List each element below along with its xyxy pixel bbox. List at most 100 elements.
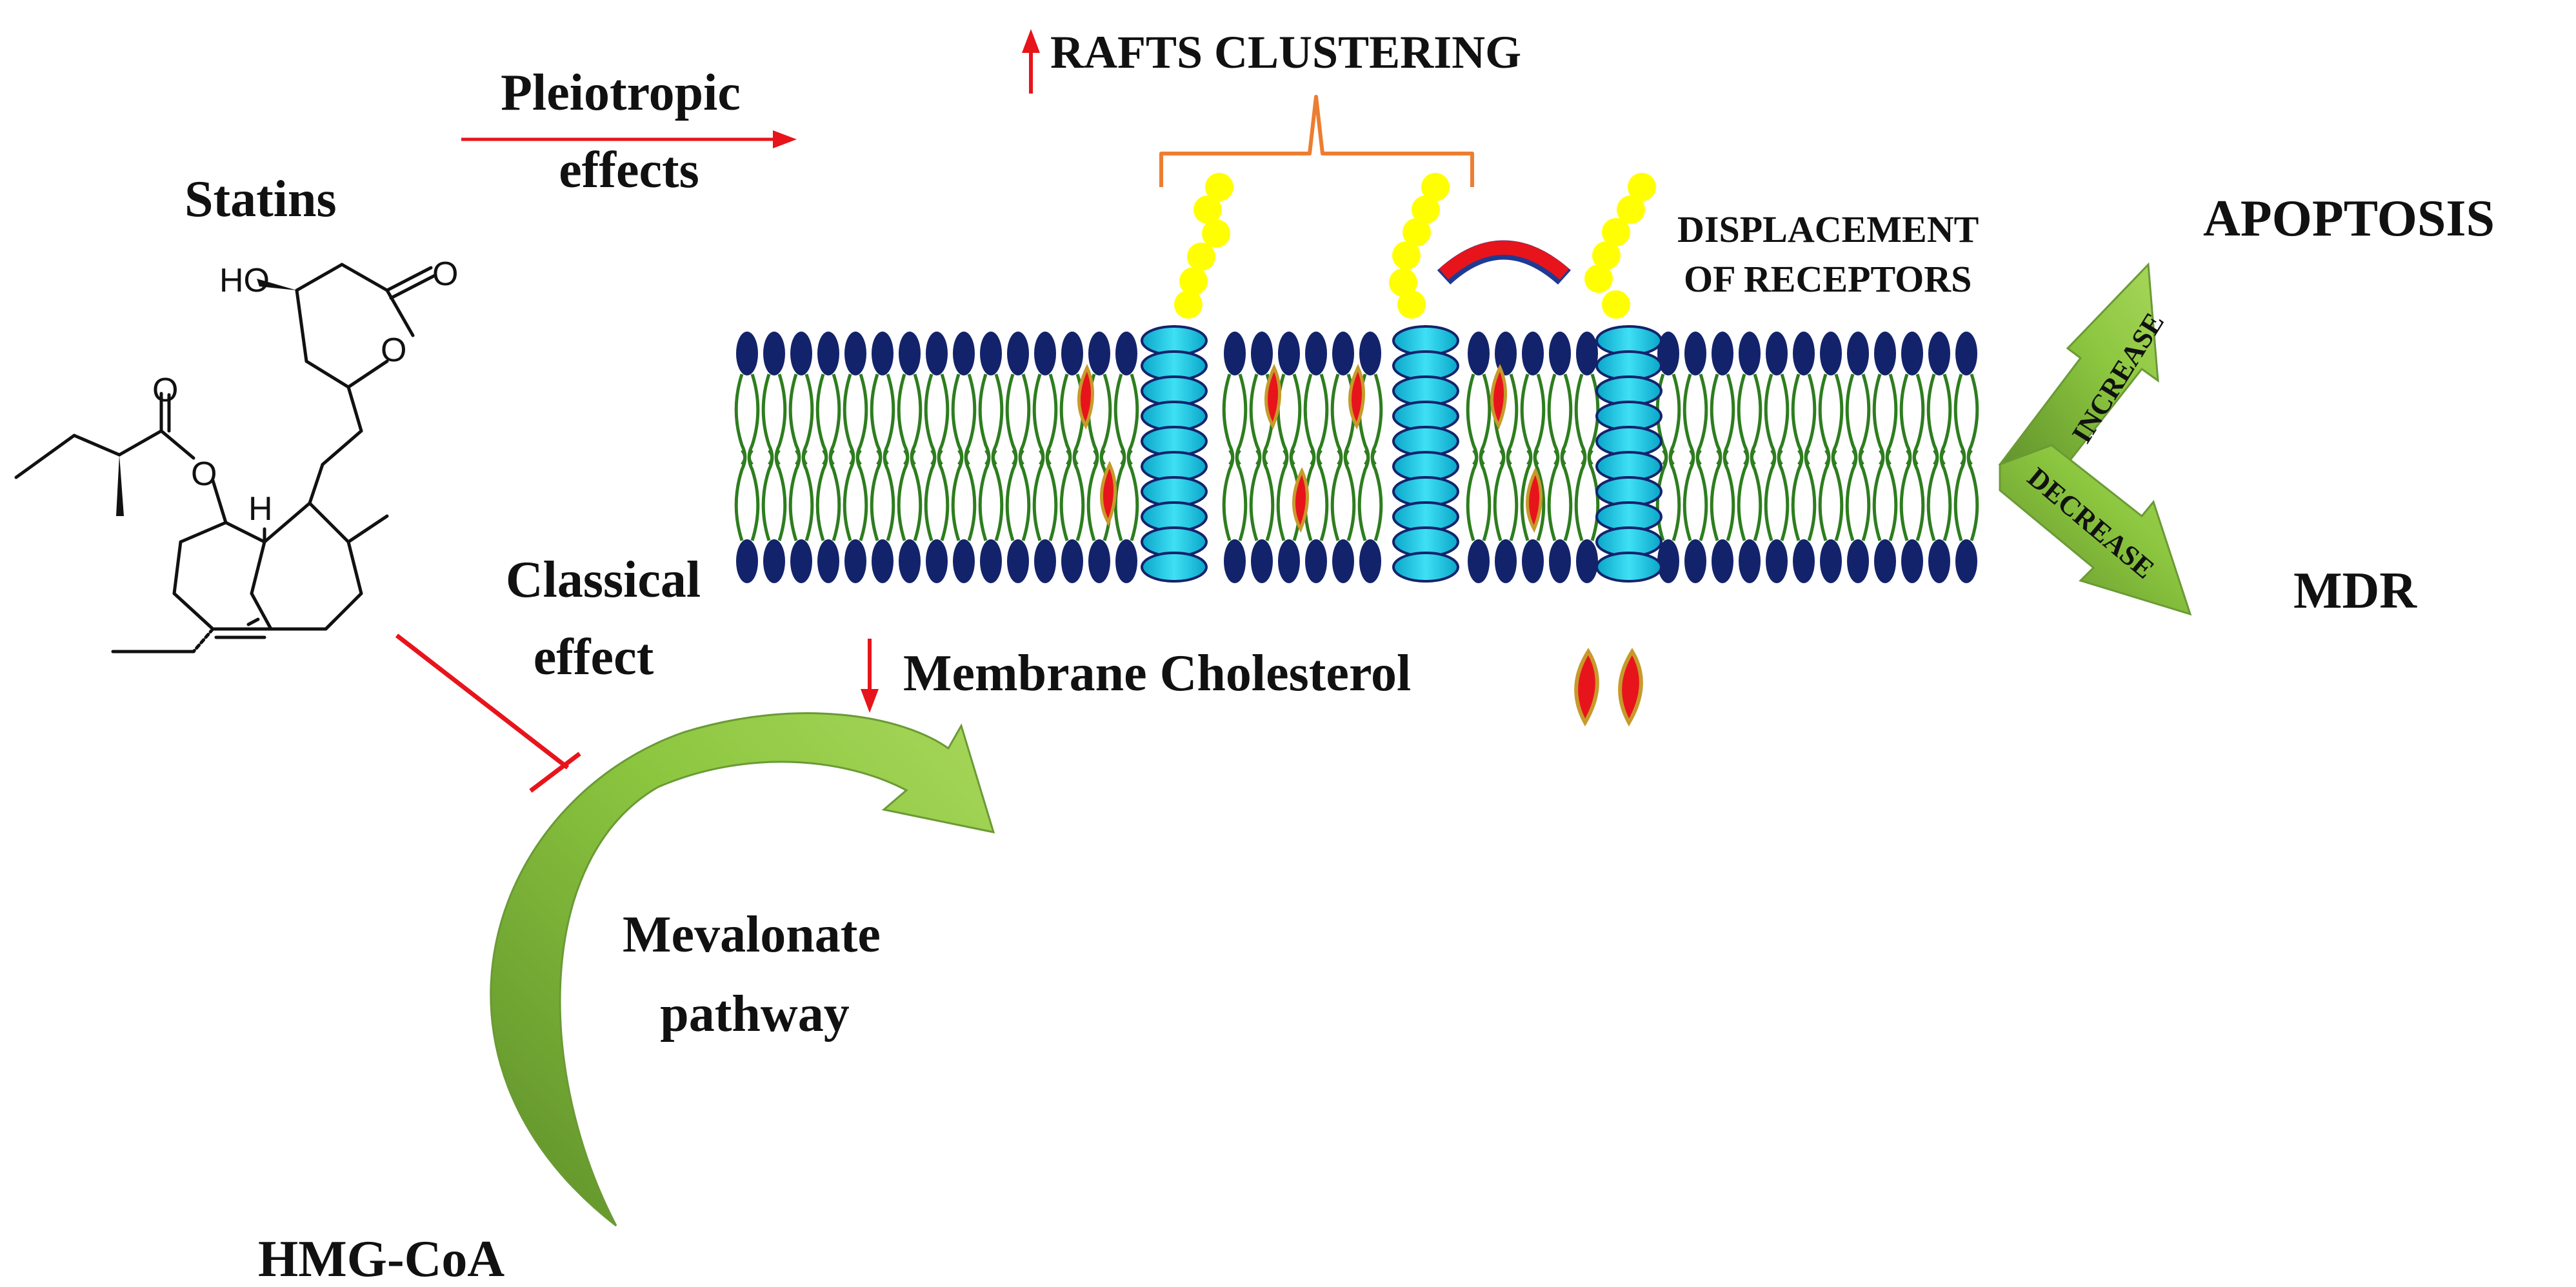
lipid-head <box>872 332 894 375</box>
lipid-head <box>1576 539 1598 583</box>
lipid-head <box>1251 539 1273 583</box>
lipid-tail <box>788 449 801 541</box>
lipid-tail <box>1222 449 1235 541</box>
lipid-head <box>1549 332 1571 375</box>
lipid-tail <box>1235 449 1248 541</box>
molecule-ho-label: HO <box>219 262 270 299</box>
molecule-h-label: H <box>248 490 273 528</box>
lipid-tail <box>1885 449 1898 541</box>
lipid-head <box>1522 539 1544 583</box>
lipid-head <box>1061 332 1083 375</box>
classical-effect-inhibitor <box>395 634 581 793</box>
lipid-tail <box>1018 449 1031 541</box>
lipid-tail <box>1668 449 1681 541</box>
lipid-head <box>980 539 1002 583</box>
lipid-tail <box>855 449 868 541</box>
lipid-tail <box>1126 449 1139 541</box>
classical-label: Classical <box>506 552 701 608</box>
lipid-tail <box>1045 449 1058 541</box>
lipid-head <box>1251 332 1273 375</box>
lipid-tail <box>828 449 841 541</box>
lipid-tail <box>747 449 760 541</box>
lipid-tail <box>1764 449 1777 541</box>
lipid-tail <box>1710 449 1722 541</box>
lipid-tail <box>1316 449 1329 541</box>
lipid-tail <box>1343 449 1356 541</box>
lipid-head <box>844 332 866 375</box>
lipid-tail <box>1032 449 1045 541</box>
lipid-head <box>1847 539 1869 583</box>
lipid-head <box>1955 332 1977 375</box>
receptor <box>1141 325 1208 583</box>
lipid-head <box>1088 539 1110 583</box>
lipid-head <box>1901 539 1923 583</box>
lipid-tail <box>801 449 814 541</box>
lipid-head <box>817 539 839 583</box>
lipid-head <box>1115 539 1137 583</box>
lipid-tail <box>883 449 895 541</box>
lipid-head <box>1657 539 1679 583</box>
lipid-tail <box>910 449 923 541</box>
lipid-tail <box>1113 449 1126 541</box>
lipid-tail <box>774 449 787 541</box>
lipid-head <box>1007 332 1029 375</box>
lipid-head <box>1820 539 1842 583</box>
lipid-tail <box>1682 449 1695 541</box>
lipid-tail <box>1520 449 1533 541</box>
lipid-tail <box>1777 449 1790 541</box>
receptor <box>1595 325 1662 583</box>
lipid-head <box>790 539 812 583</box>
molecule-o-ring-label: O <box>381 332 406 369</box>
lipid-head <box>1712 539 1733 583</box>
mevalonate-pathway-arrow <box>490 712 995 1227</box>
lipid-head <box>1468 539 1490 583</box>
lipid-head <box>1820 332 1842 375</box>
lipid-head <box>926 539 948 583</box>
lipid-tail <box>1086 449 1099 541</box>
lipid-tail <box>1722 449 1735 541</box>
lipid-tail <box>1560 449 1573 541</box>
lipid-head <box>1224 332 1246 375</box>
pathway-label: pathway <box>660 986 849 1043</box>
pleiotropic-arrow <box>461 130 797 148</box>
lipid-tail <box>1262 449 1275 541</box>
lipid-head <box>1657 332 1679 375</box>
lipid-head <box>817 332 839 375</box>
lipid-tail <box>897 449 910 541</box>
lipid-head <box>790 332 812 375</box>
lipid-tail <box>1966 449 1979 541</box>
lipid-head <box>1928 539 1950 583</box>
lipid-head <box>980 332 1002 375</box>
molecule-o-carbonyl-label: O <box>432 255 458 293</box>
lipid-head <box>1332 539 1354 583</box>
lipid-head <box>1468 332 1490 375</box>
lipid-head <box>763 539 785 583</box>
lipid-tail <box>1533 449 1546 541</box>
lipid-head <box>1955 539 1977 583</box>
lipid-tail <box>1750 449 1762 541</box>
lipid-head <box>899 332 921 375</box>
lipid-tail <box>1493 449 1506 541</box>
lipid-head <box>1739 539 1761 583</box>
lipid-head <box>1034 332 1056 375</box>
lipid-tail <box>1695 449 1708 541</box>
lipid-head <box>1766 539 1788 583</box>
lipid-tail <box>1939 449 1952 541</box>
lipid-head <box>1712 332 1733 375</box>
lipid-head <box>1793 539 1815 583</box>
lipid-tail <box>734 449 747 541</box>
lipid-tail <box>1547 449 1560 541</box>
membrane-cholesterol-molecules <box>1077 364 1543 533</box>
lipid-tail <box>843 449 855 541</box>
lipid-head <box>1359 332 1381 375</box>
lipid-head <box>763 332 785 375</box>
lipid-head <box>1928 332 1950 375</box>
lipid-head <box>1684 539 1706 583</box>
lipid-head <box>1305 539 1327 583</box>
lipid-head <box>1739 332 1761 375</box>
lipid-head <box>1359 539 1381 583</box>
statins-label: Statins <box>185 171 337 228</box>
hmg-coa-label: HMG-CoA <box>258 1231 504 1287</box>
cholesterol-legend-icon <box>1574 648 1643 727</box>
